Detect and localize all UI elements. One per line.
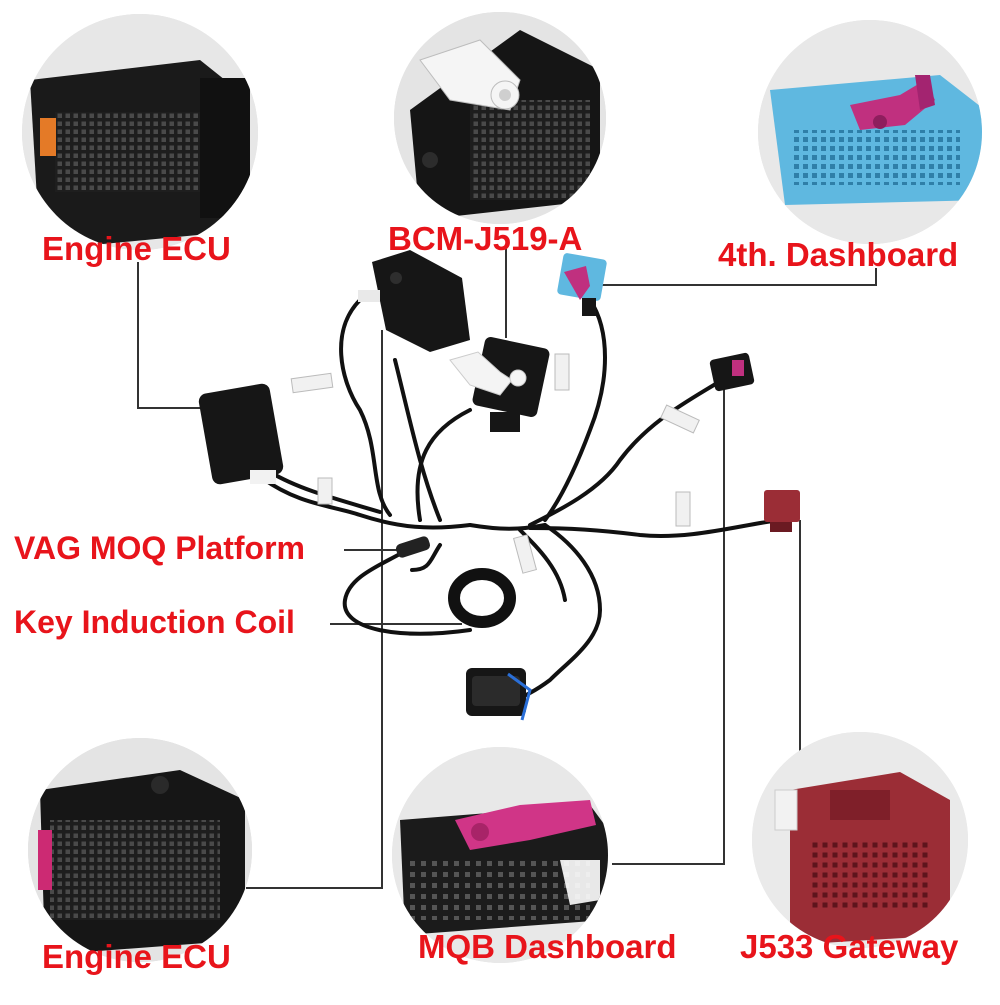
inset-4th-dashboard: [758, 20, 982, 244]
inset-mqb-dashboard: [392, 747, 608, 963]
label-key-induction-coil: Key Induction Coil: [14, 604, 295, 640]
label-4th-dashboard: 4th. Dashboard: [718, 236, 959, 273]
leader-engine-ecu-top: [137, 262, 208, 409]
leader-mqb-dashboard: [612, 388, 725, 865]
label-engine-ecu-top: Engine ECU: [42, 230, 231, 267]
inset-engine-ecu-bottom: [28, 738, 252, 962]
inset-j533-gateway: [752, 732, 968, 948]
harness-connector-obd: [466, 668, 532, 721]
cable-tags: [290, 353, 700, 574]
harness-connector-gateway: [764, 490, 800, 532]
label-bcm: BCM-J519-A: [388, 220, 583, 257]
leader-engine-ecu-bottom: [246, 330, 383, 889]
harness-connector-engine-ecu: [198, 383, 284, 485]
harness-connector-engine-ecu-2: [358, 250, 470, 352]
key-induction-coil-graphic: [448, 568, 516, 628]
label-vag-moq-platform: VAG MOQ Platform: [14, 530, 305, 566]
label-engine-ecu-bottom: Engine ECU: [42, 938, 231, 975]
harness-connector-mqb: [709, 352, 755, 392]
harness-connector-bcm: [449, 337, 550, 432]
harness-cables: [260, 298, 782, 707]
moq-adapter-plug: [395, 536, 431, 558]
leader-lines: [137, 248, 877, 889]
label-mqb-dashboard: MQB Dashboard: [418, 928, 677, 965]
leader-4th-dashboard: [600, 268, 877, 286]
harness-connector-4th-dashboard: [557, 253, 607, 316]
inset-engine-ecu-top: [22, 14, 258, 250]
inset-bcm: [394, 12, 606, 224]
label-j533-gateway: J533 Gateway: [740, 928, 959, 965]
